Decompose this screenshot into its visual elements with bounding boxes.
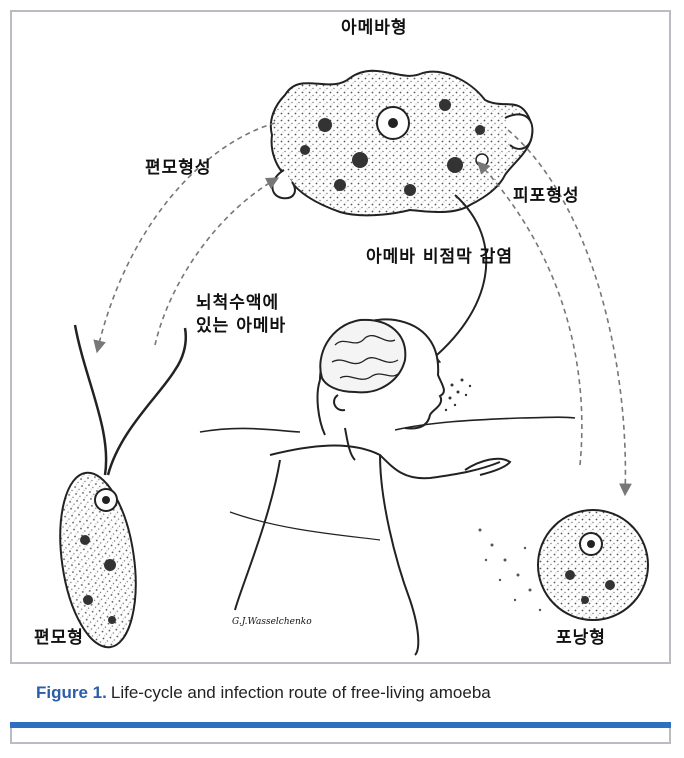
caption-text: Life-cycle and infection route of free-l…: [111, 683, 491, 703]
swimmer: [200, 319, 575, 655]
label-encystation: 피포형성: [513, 186, 580, 207]
caption-label: Figure 1.: [36, 683, 107, 703]
amoeba-trophozoite: [271, 71, 533, 216]
label-csf-amoeba-line1: 뇌척수액에: [196, 293, 279, 314]
flagellate: [50, 325, 186, 652]
label-cyst-form: 포낭형: [556, 628, 606, 649]
artist-signature: G.J.Wasselchenko: [232, 617, 312, 628]
label-infection: 아메바 비점막 감염: [366, 247, 513, 268]
label-csf-amoeba-line2: 있는 아메바: [196, 316, 286, 337]
life-cycle-illustration: [0, 0, 684, 662]
cyst: [538, 510, 648, 620]
bottom-accent-rule: [10, 722, 671, 728]
label-flagellate-form: 편모형: [34, 628, 84, 649]
label-amoeba-form: 아메바형: [341, 18, 408, 39]
infection-arrow: [425, 195, 486, 365]
label-flagellate-formation: 편모형성: [145, 158, 212, 179]
bubbles: [479, 529, 542, 612]
arrow-to-cyst: [508, 130, 625, 495]
figure-caption: Figure 1. Life-cycle and infection route…: [10, 662, 671, 722]
water-spray: [445, 379, 471, 412]
